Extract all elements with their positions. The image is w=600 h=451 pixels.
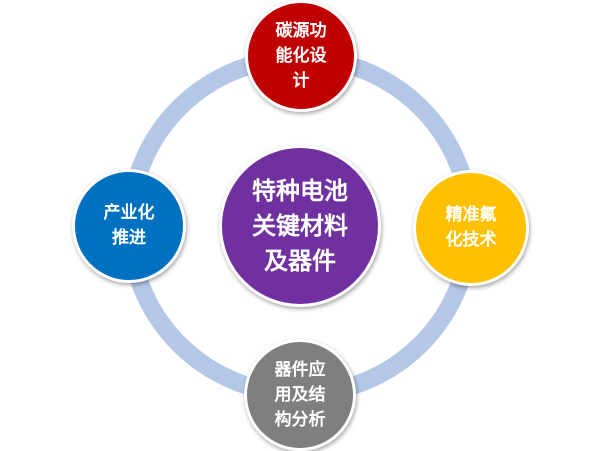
node-label: 器件应 用及结 构分析 <box>274 359 326 430</box>
node-device-application: 器件应 用及结 构分析 <box>244 339 356 451</box>
node-carbon-source-design: 碳源功 能化设 计 <box>245 0 357 112</box>
node-label: 精准氟 化技术 <box>445 205 497 250</box>
node-label: 碳源功 能化设 计 <box>275 20 327 91</box>
center-label: 特种电池 关键材料 及器件 <box>252 176 348 275</box>
node-fluorination-tech: 精准氟 化技术 <box>413 170 529 286</box>
center-node: 特种电池 关键材料 及器件 <box>219 145 381 307</box>
node-label: 产业化 推进 <box>103 203 155 248</box>
node-industrialization: 产业化 推进 <box>72 169 186 283</box>
